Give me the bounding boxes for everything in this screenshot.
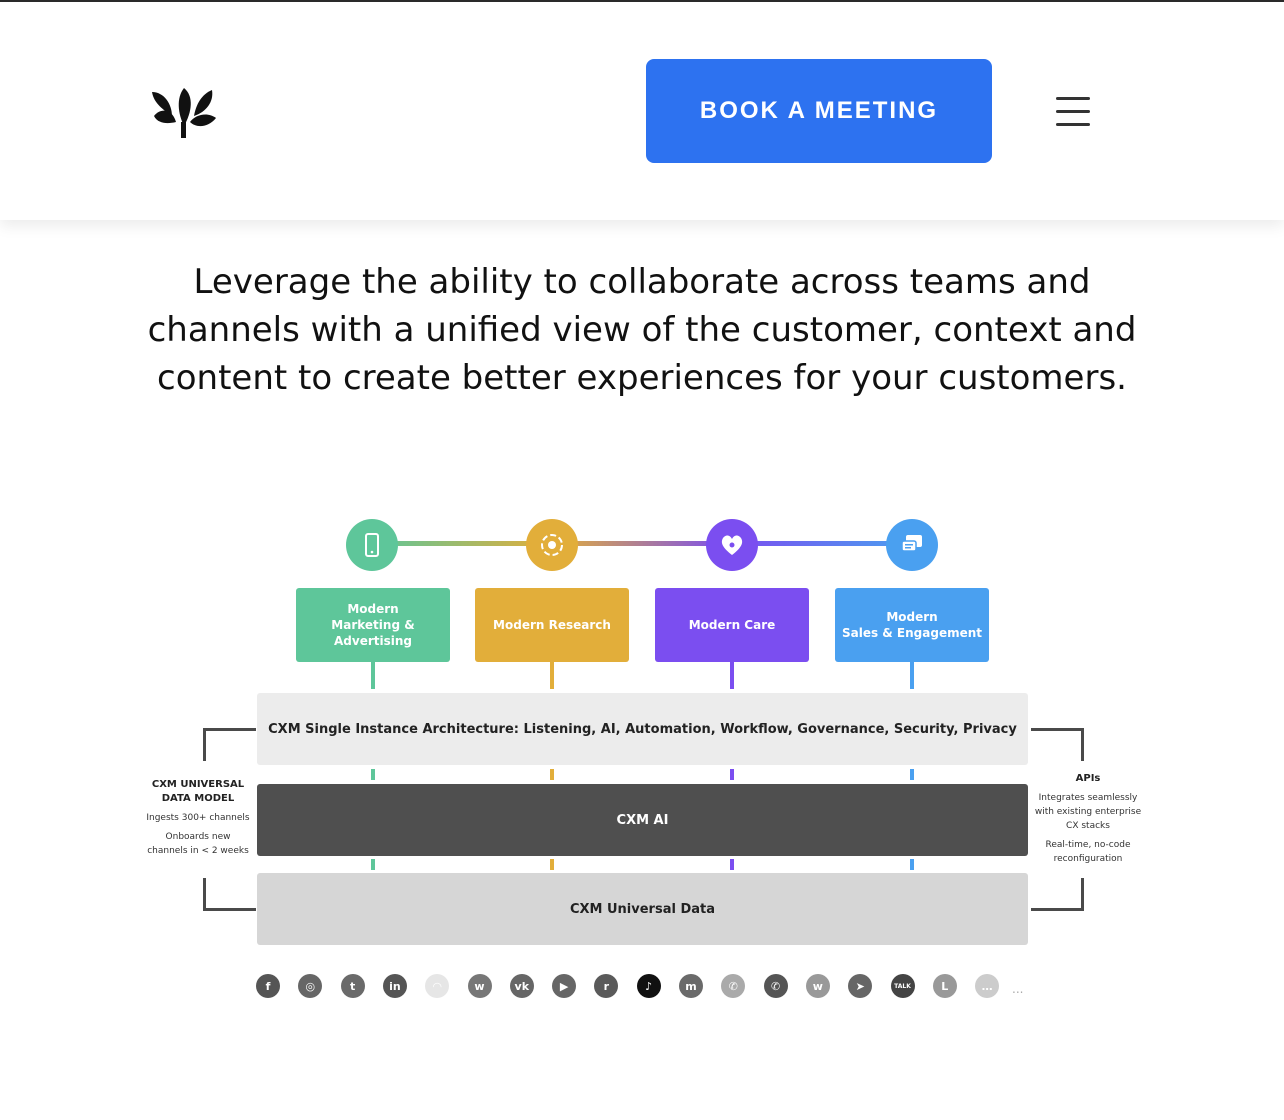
right-panel-note: reconfiguration <box>1053 854 1123 864</box>
pillar-card-line2: Sales & Engagement <box>841 626 983 640</box>
heart-people-icon <box>706 519 758 571</box>
snapchat-icon: ◠ <box>425 974 450 998</box>
connector <box>371 662 375 689</box>
vk-icon: vk <box>509 974 534 998</box>
data-layer: CXM Universal Data <box>257 873 1028 945</box>
messenger-icon: m <box>679 974 703 998</box>
connector <box>550 662 554 689</box>
twitter-icon: t <box>340 974 365 998</box>
whatsapp-icon: ✆ <box>721 974 746 998</box>
right-panel-note: CX stacks <box>1066 821 1110 831</box>
sprout-logo-icon[interactable] <box>150 86 218 142</box>
right-bracket-bottom <box>1031 878 1084 911</box>
connector <box>730 859 734 870</box>
connector <box>371 859 375 870</box>
left-bracket-bottom <box>203 878 256 911</box>
research-cycle-icon <box>526 519 578 571</box>
connector <box>371 769 375 780</box>
pillar-card-line2: Modern Research <box>493 618 611 632</box>
right-panel-note: Real-time, no-code <box>1045 840 1131 850</box>
pillar-card-research[interactable]: Modern Research <box>475 588 629 662</box>
tiktok-icon: ♪ <box>636 974 661 998</box>
left-bracket-top <box>203 728 256 761</box>
left-panel-title-line2: DATA MODEL <box>161 793 235 804</box>
youtube-icon: ▶ <box>552 974 577 998</box>
pillar-card-line1: Modern <box>347 602 399 616</box>
facebook-icon: f <box>256 974 280 998</box>
ai-layer: CXM AI <box>257 784 1028 856</box>
pillar-card-line1: Modern <box>886 610 938 624</box>
left-panel: CXM UNIVERSAL DATA MODEL Ingests 300+ ch… <box>142 778 254 858</box>
left-panel-note: Onboards new <box>165 832 231 842</box>
telegram-icon: ➤ <box>848 974 873 998</box>
line-icon: L <box>932 974 957 998</box>
site-header: BOOK A MEETING <box>0 2 1284 220</box>
connector <box>550 859 554 870</box>
hamburger-menu-icon[interactable] <box>1056 97 1090 129</box>
pillar-card-line2: Marketing & Advertising <box>331 618 415 648</box>
left-panel-note: Ingests 300+ channels <box>146 813 250 823</box>
connector <box>910 662 914 689</box>
menu-bar <box>1056 110 1090 113</box>
right-panel: APIs Integrates seamlessly with existing… <box>1030 772 1146 866</box>
sms-icon: … <box>975 974 1000 998</box>
menu-bar <box>1056 97 1090 100</box>
linkedin-icon: in <box>382 974 407 998</box>
book-meeting-button[interactable]: BOOK A MEETING <box>646 59 992 163</box>
architecture-layer: CXM Single Instance Architecture: Listen… <box>257 693 1028 765</box>
pillar-card-sales[interactable]: Modern Sales & Engagement <box>835 588 989 662</box>
more-channels-indicator: ... <box>1012 982 1024 996</box>
pillar-card-marketing[interactable]: Modern Marketing & Advertising <box>296 588 450 662</box>
wechat-icon: w <box>805 974 830 998</box>
connector <box>730 769 734 780</box>
right-panel-note: Integrates seamlessly <box>1038 793 1138 803</box>
pillar-connector-line <box>372 541 914 546</box>
kakaotalk-icon: TALK <box>890 974 915 998</box>
reddit-icon: r <box>594 974 619 998</box>
right-panel-note: with existing enterprise <box>1034 807 1142 817</box>
top-border <box>0 0 1284 2</box>
pillar-card-care[interactable]: Modern Care <box>655 588 809 662</box>
right-bracket-top <box>1031 728 1084 761</box>
pillar-card-line2: Modern Care <box>688 618 776 632</box>
menu-bar <box>1056 123 1090 126</box>
weibo-icon: w <box>467 974 492 998</box>
viber-icon: ✆ <box>763 974 788 998</box>
mobile-phone-icon <box>346 519 398 571</box>
connector <box>910 769 914 780</box>
instagram-icon: ◎ <box>298 974 323 998</box>
left-panel-note: channels in < 2 weeks <box>147 846 249 856</box>
connector <box>550 769 554 780</box>
right-panel-title: APIs <box>1075 773 1101 784</box>
chat-bubbles-icon <box>886 519 938 571</box>
left-panel-title-line1: CXM UNIVERSAL <box>151 779 245 790</box>
intro-paragraph: Leverage the ability to collaborate acro… <box>147 262 1137 398</box>
connector <box>730 662 734 689</box>
connector <box>910 859 914 870</box>
